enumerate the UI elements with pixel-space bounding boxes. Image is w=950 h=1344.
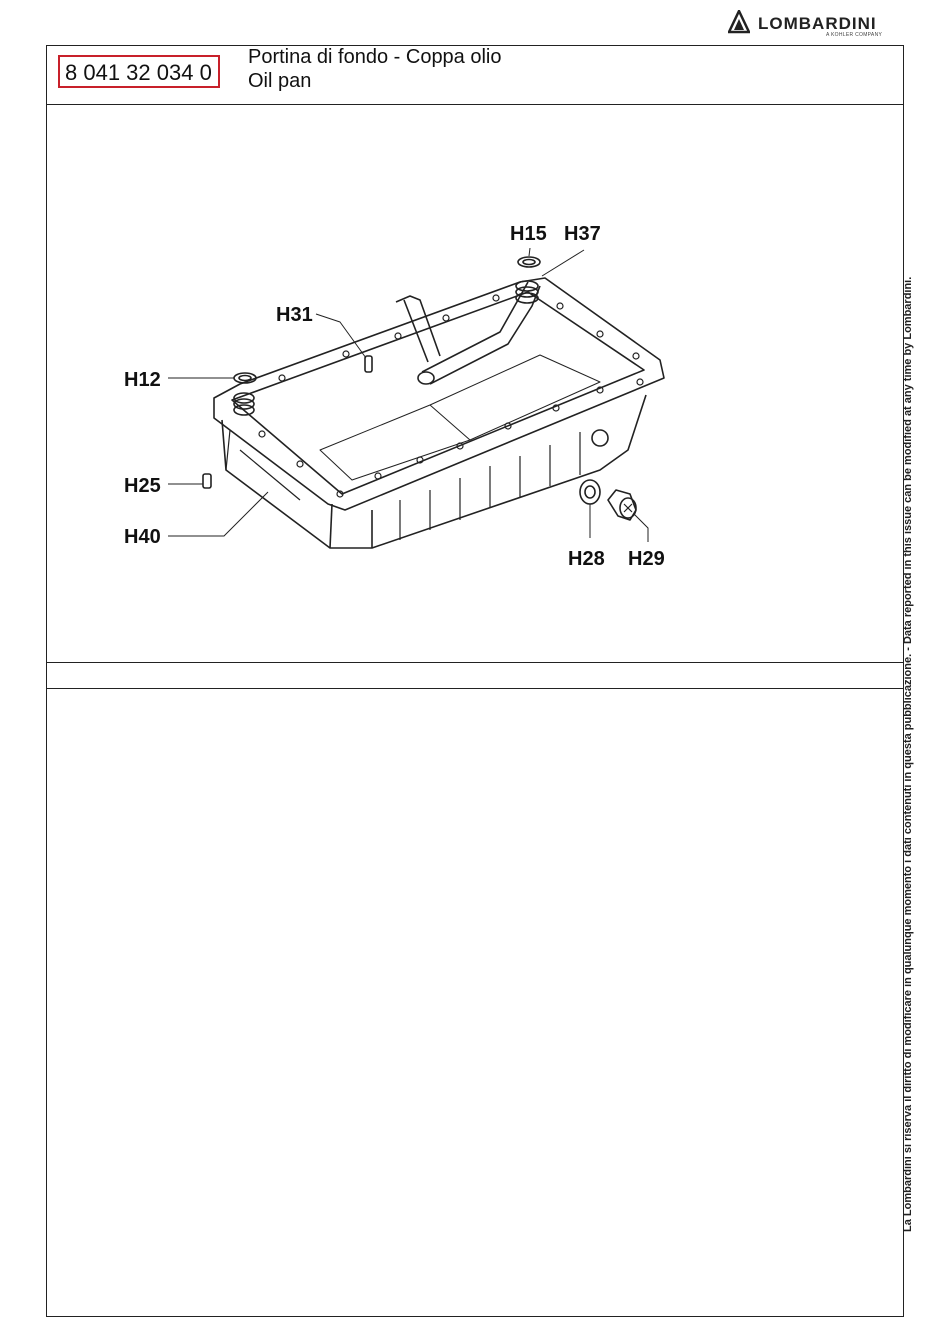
brand-subtitle: A KOHLER COMPANY bbox=[826, 32, 882, 38]
screw-h25 bbox=[203, 474, 211, 488]
label-h28: H28 bbox=[568, 548, 605, 570]
label-h25: H25 bbox=[124, 475, 161, 497]
screw-h31 bbox=[365, 356, 372, 372]
leader-h29 bbox=[634, 514, 648, 542]
brand-name: LOMBARDINI bbox=[758, 14, 877, 34]
leader-h40 bbox=[168, 492, 268, 536]
support-bracket bbox=[396, 296, 440, 362]
leader-h37 bbox=[542, 250, 584, 276]
title-english: Oil pan bbox=[248, 70, 311, 93]
brand-logo: LOMBARDINI A KOHLER COMPANY bbox=[728, 8, 908, 40]
disclaimer-vertical: La Lombardini si riserva il diritto di m… bbox=[902, 97, 918, 1232]
diagram-divider bbox=[46, 662, 904, 663]
leader-h15 bbox=[529, 248, 530, 256]
lombardini-logo-icon bbox=[728, 10, 750, 34]
washer-h28 bbox=[580, 480, 600, 504]
oil-pan-diagram: H15 H37 H31 H12 H25 H40 H28 H29 bbox=[100, 200, 700, 600]
table-header-divider bbox=[46, 688, 904, 689]
label-h40: H40 bbox=[124, 526, 161, 548]
part-code-box: 8 041 32 034 0 bbox=[58, 55, 220, 88]
label-h37: H37 bbox=[564, 223, 601, 245]
gasket-h15 bbox=[518, 257, 540, 267]
label-h12: H12 bbox=[124, 369, 161, 391]
leader-h31 bbox=[316, 314, 366, 358]
title-italian: Portina di fondo - Coppa olio bbox=[248, 46, 502, 69]
label-h29: H29 bbox=[628, 548, 665, 570]
header-divider bbox=[46, 104, 904, 105]
label-h31: H31 bbox=[276, 304, 313, 326]
part-code: 8 041 32 034 0 bbox=[65, 60, 212, 86]
label-h15: H15 bbox=[510, 223, 547, 245]
